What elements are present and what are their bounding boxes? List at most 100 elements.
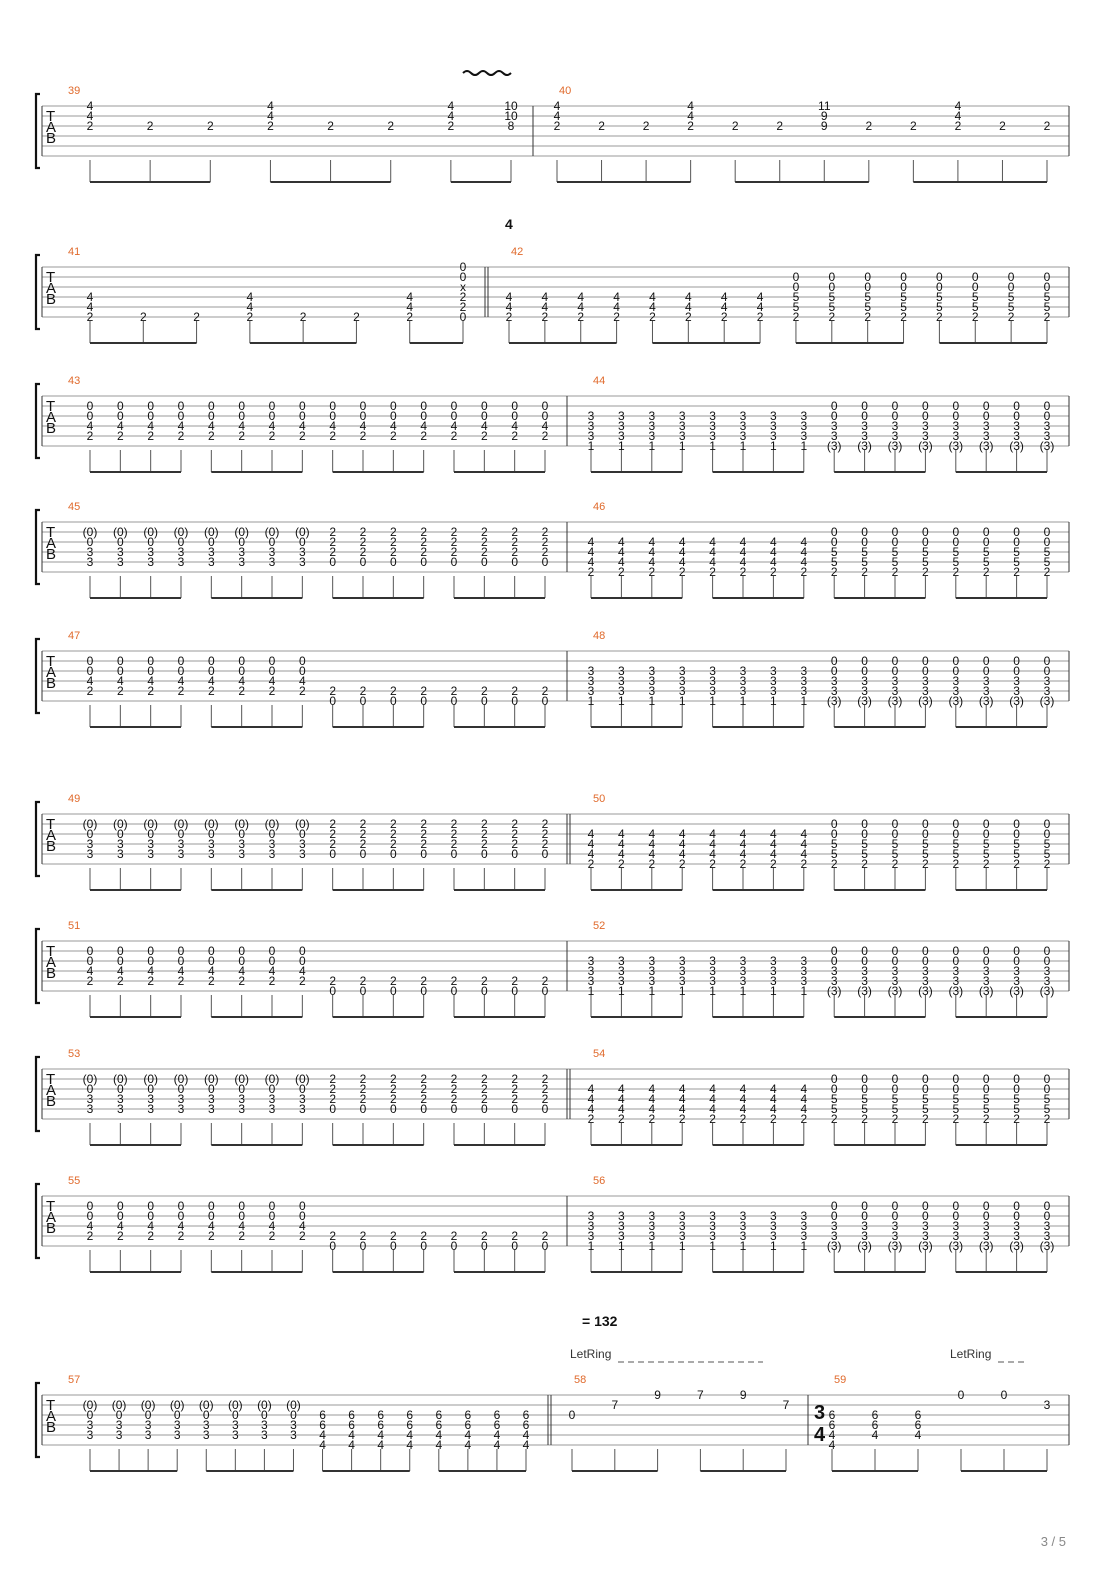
fret-number: 0 xyxy=(936,270,943,284)
fret-number: 3 xyxy=(770,974,777,988)
fret-number: 3 xyxy=(208,1092,215,1106)
fret-number: 4 xyxy=(648,1092,655,1106)
fret-number: 0 xyxy=(542,555,549,569)
fret-number: 3 xyxy=(269,545,276,559)
fret-number: 2 xyxy=(542,525,549,539)
fret-number: 0 xyxy=(983,664,990,678)
fret-number: (3) xyxy=(948,694,963,708)
fret-number: 0 xyxy=(481,1239,488,1253)
fret-number: 2 xyxy=(542,1092,549,1106)
fret-number: 5 xyxy=(922,555,929,569)
tab-clef-letter: A xyxy=(46,954,56,971)
fret-number: 0 xyxy=(542,409,549,423)
fret-number: (0) xyxy=(295,525,310,539)
fret-number: 6 xyxy=(348,1408,355,1422)
fret-number: 3 xyxy=(145,1428,152,1442)
fret-number: 5 xyxy=(892,1102,899,1116)
fret-number: 3 xyxy=(831,419,838,433)
fret-number: 6 xyxy=(377,1408,384,1422)
fret-number: 2 xyxy=(648,1112,655,1126)
fret-number: 0 xyxy=(542,694,549,708)
fret-number: 0 xyxy=(360,555,367,569)
fret-number: 3 xyxy=(1044,974,1051,988)
fret-number: 3 xyxy=(922,1219,929,1233)
fret-number: 4 xyxy=(618,545,625,559)
fret-number: 0 xyxy=(481,409,488,423)
fret-number: 3 xyxy=(588,429,595,443)
fret-number: 0 xyxy=(208,409,215,423)
fret-number: 2 xyxy=(481,535,488,549)
fret-number: 0 xyxy=(892,1209,899,1223)
fret-number: 2 xyxy=(740,1112,747,1126)
fret-number: 3 xyxy=(588,674,595,688)
fret-number: 4 xyxy=(435,1428,442,1442)
fret-number: 0 xyxy=(420,409,427,423)
fret-number: 10 xyxy=(504,99,518,113)
fret-number: 4 xyxy=(348,1438,355,1452)
fret-number: 0 xyxy=(420,1239,427,1253)
fret-number: 3 xyxy=(588,954,595,968)
fret-number: 4 xyxy=(687,99,694,113)
fret-number: 2 xyxy=(329,684,336,698)
fret-number: 2 xyxy=(390,1072,397,1086)
fret-number: 0 xyxy=(569,1408,576,1422)
fret-number: 2 xyxy=(329,1092,336,1106)
fret-number: 0 xyxy=(1044,954,1051,968)
fret-number: 0 xyxy=(451,399,458,413)
fret-number: 1 xyxy=(588,694,595,708)
fret-number: 0 xyxy=(420,694,427,708)
fret-number: 0 xyxy=(1044,1082,1051,1096)
fret-number: (0) xyxy=(174,817,189,831)
fret-number: 2 xyxy=(679,857,686,871)
fret-number: 0 xyxy=(178,827,185,841)
fret-number: 2 xyxy=(360,1092,367,1106)
fret-number: 3 xyxy=(922,684,929,698)
fret-number: 2 xyxy=(952,565,959,579)
fret-number: 3 xyxy=(770,964,777,978)
fret-number: 5 xyxy=(864,300,871,314)
fret-number: 3 xyxy=(269,1092,276,1106)
fret-number: 2 xyxy=(864,310,871,324)
fret-number: (3) xyxy=(1009,1239,1024,1253)
fret-number: 2 xyxy=(208,974,215,988)
fret-number: 0 xyxy=(1013,409,1020,423)
fret-number: 2 xyxy=(420,545,427,559)
fret-number: 0 xyxy=(922,827,929,841)
fret-number: 0 xyxy=(147,409,154,423)
fret-number: 2 xyxy=(999,119,1006,133)
fret-number: 4 xyxy=(685,290,692,304)
fret-number: 3 xyxy=(588,1209,595,1223)
fret-number: 5 xyxy=(831,837,838,851)
tab-clef-letter: A xyxy=(46,1408,56,1425)
fret-number: 2 xyxy=(390,429,397,443)
fret-number: 3 xyxy=(87,847,94,861)
fret-number: 2 xyxy=(360,827,367,841)
fret-number: 2 xyxy=(451,974,458,988)
fret-number: 4 xyxy=(238,964,245,978)
fret-number: 0 xyxy=(1044,1072,1051,1086)
fret-number: 0 xyxy=(831,1072,838,1086)
fret-number: 3 xyxy=(740,674,747,688)
fret-number: 4 xyxy=(377,1428,384,1442)
fret-number: 0 xyxy=(481,984,488,998)
fret-number: 6 xyxy=(872,1408,879,1422)
fret-number: 0 xyxy=(922,535,929,549)
fret-number: 4 xyxy=(319,1438,326,1452)
fret-number: 2 xyxy=(451,684,458,698)
system-bracket xyxy=(34,1182,40,1260)
fret-number: 0 xyxy=(861,1199,868,1213)
fret-number: 3 xyxy=(117,555,124,569)
fret-number: (0) xyxy=(265,817,280,831)
fret-number: 3 xyxy=(740,1229,747,1243)
fret-number: 2 xyxy=(613,310,620,324)
fret-number: 0 xyxy=(238,1082,245,1096)
fret-number: 1 xyxy=(618,439,625,453)
fret-number: 3 xyxy=(588,409,595,423)
measure-number: 44 xyxy=(593,375,605,387)
fret-number: 4 xyxy=(648,555,655,569)
tab-clef-letter: B xyxy=(46,675,56,692)
fret-number: 0 xyxy=(958,1388,965,1402)
fret-number: 2 xyxy=(329,429,336,443)
fret-number: 6 xyxy=(465,1408,472,1422)
fret-number: 0 xyxy=(922,399,929,413)
